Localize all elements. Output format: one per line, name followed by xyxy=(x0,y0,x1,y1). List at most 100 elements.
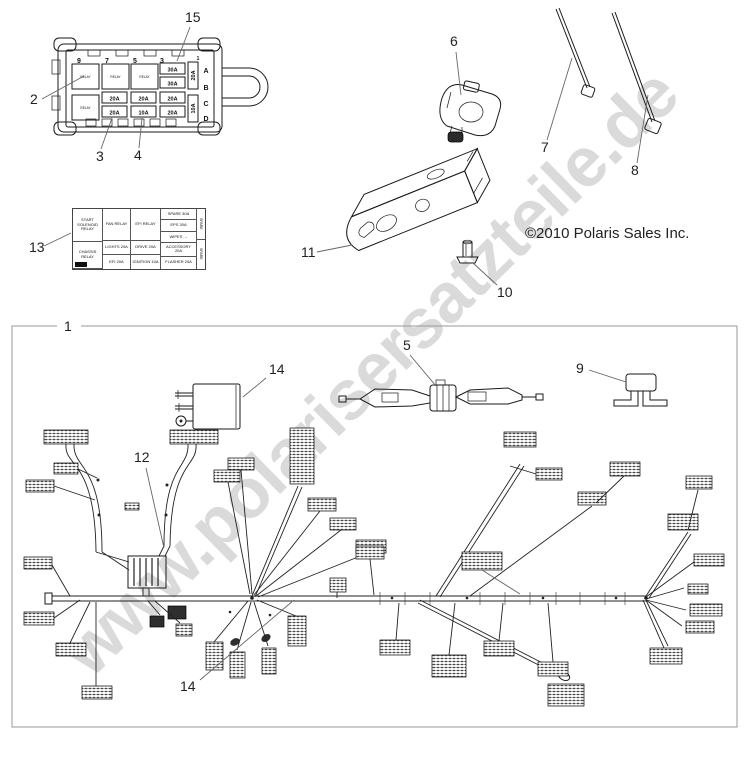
cable-tie-short xyxy=(555,7,596,98)
harness-left-loop xyxy=(25,429,255,596)
relay-slot-label: RELAY xyxy=(110,75,121,79)
svg-text:4: 4 xyxy=(134,147,142,163)
fuse-10a-vertical xyxy=(187,94,199,123)
harness-right-fan xyxy=(642,475,725,665)
decal-cell: WIPES → xyxy=(161,232,196,244)
relay-slot xyxy=(101,63,130,90)
svg-text:20A: 20A xyxy=(109,111,119,117)
svg-text:14: 14 xyxy=(180,678,196,694)
copyright-text: ©2010 Polaris Sales Inc. xyxy=(525,225,690,242)
decal-cell: IGNITION 10A xyxy=(132,258,159,264)
svg-text:12: 12 xyxy=(134,449,150,465)
fusebox-pos-7: 7 xyxy=(105,58,109,65)
fuse-decal-label: START SOLENOID RELAY CHASSIS RELAY FAN R… xyxy=(72,208,206,270)
fusebox-pos-9: 9 xyxy=(77,58,81,65)
callout-11: 11 xyxy=(301,244,353,260)
callout-3: 3 xyxy=(96,117,113,164)
decal-cell: FLASHER 20A xyxy=(165,259,192,265)
decal-cell: ACCESSORY 20A xyxy=(161,243,196,257)
relay-slot-label: RELAY xyxy=(80,75,91,79)
decal-cell: EPS 30A xyxy=(161,220,196,232)
relay-slot-label: RELAY xyxy=(139,75,150,79)
harness-left-fan xyxy=(23,556,193,700)
fusebox-pos-3: 3 xyxy=(160,58,164,65)
relay-slot xyxy=(71,63,100,90)
harness-boundary-box: 1 xyxy=(11,318,738,728)
svg-text:15: 15 xyxy=(185,9,201,25)
fuse-20a xyxy=(159,91,186,104)
relay-slot xyxy=(71,94,100,121)
fusebox-row-d: D xyxy=(203,116,208,123)
svg-text:20A: 20A xyxy=(191,70,197,80)
svg-text:10: 10 xyxy=(497,284,513,300)
diagram-canvas: 9 7 5 3 1 A B C D RELAY RELAY RELAY RELA… xyxy=(11,7,738,728)
callout-2: 2 xyxy=(30,75,85,107)
fusebox-row-a: A xyxy=(203,68,208,75)
decal-cell: START SOLENOID RELAY xyxy=(73,209,102,242)
flasher-bracket xyxy=(613,373,668,407)
svg-text:10A: 10A xyxy=(191,103,197,113)
fusebox-pos-5: 5 xyxy=(133,58,137,65)
fuse-20a xyxy=(159,105,186,118)
svg-text:9: 9 xyxy=(576,360,584,376)
callout-7: 7 xyxy=(541,57,573,155)
fuse-20a xyxy=(130,91,157,104)
svg-text:30A: 30A xyxy=(167,82,177,88)
decal-cell: SPARE xyxy=(199,248,204,261)
harness-middle-branches xyxy=(355,431,641,707)
callout-15: 15 xyxy=(176,9,201,62)
fuse-20a-vertical xyxy=(187,61,199,90)
callout-9: 9 xyxy=(576,360,627,383)
cable-tie-long xyxy=(611,11,662,135)
svg-text:13: 13 xyxy=(29,239,45,255)
svg-text:20A: 20A xyxy=(167,97,177,103)
fuse-30a xyxy=(159,62,186,75)
decal-cell: SPARE xyxy=(197,209,205,240)
harness-center-cluster xyxy=(205,427,387,679)
callout-1: 1 xyxy=(64,318,72,334)
callout-4: 4 xyxy=(134,117,143,163)
fuse-20a xyxy=(101,105,128,118)
decal-cell: EFI RELAY xyxy=(131,209,160,241)
svg-text:6: 6 xyxy=(450,33,458,49)
callout-13: 13 xyxy=(29,232,72,255)
decal-cell: DRIVE 20A xyxy=(131,241,160,256)
svg-text:7: 7 xyxy=(541,139,549,155)
callout-6: 6 xyxy=(450,33,462,96)
rivet-fastener xyxy=(456,239,479,264)
svg-text:2: 2 xyxy=(30,91,38,107)
svg-text:20A: 20A xyxy=(167,111,177,117)
main-wiring-harness: 12 14 xyxy=(23,427,725,707)
decal-cell: EFI 20A xyxy=(109,258,124,264)
decal-cell: CHASSIS RELAY xyxy=(73,242,102,269)
svg-text:8: 8 xyxy=(631,162,639,178)
fusebox-row-b: B xyxy=(203,85,208,92)
fusebox-pos-1: 1 xyxy=(197,56,200,62)
callout-14-relay: 14 xyxy=(242,361,285,398)
callout-8: 8 xyxy=(631,94,649,178)
callout-14-harness: 14 xyxy=(180,599,295,694)
svg-text:20A: 20A xyxy=(138,97,148,103)
svg-text:20A: 20A xyxy=(109,97,119,103)
svg-text:5: 5 xyxy=(403,337,411,353)
svg-text:3: 3 xyxy=(96,148,104,164)
mounting-bracket xyxy=(346,147,491,252)
fuse-10a xyxy=(130,105,157,118)
decal-cell: LIGHTS 20A xyxy=(103,241,130,256)
relay-slot xyxy=(130,63,159,90)
callout-5: 5 xyxy=(403,337,437,387)
callout-12: 12 xyxy=(134,449,165,549)
fuse-20a xyxy=(101,91,128,104)
inline-jumper-harness xyxy=(338,379,544,412)
sensor-connector xyxy=(439,80,502,143)
decal-cell: SPARE 30A xyxy=(161,209,196,221)
svg-text:30A: 30A xyxy=(167,68,177,74)
relay-slot-label: RELAY xyxy=(80,106,91,110)
relay xyxy=(175,383,241,430)
fuse-box-handle xyxy=(222,67,269,107)
svg-text:10A: 10A xyxy=(138,111,148,117)
svg-text:11: 11 xyxy=(301,244,316,260)
decal-cell: FAN RELAY xyxy=(103,209,130,241)
decal-part-number-chip xyxy=(75,262,87,267)
fusebox-row-c: C xyxy=(203,101,208,108)
